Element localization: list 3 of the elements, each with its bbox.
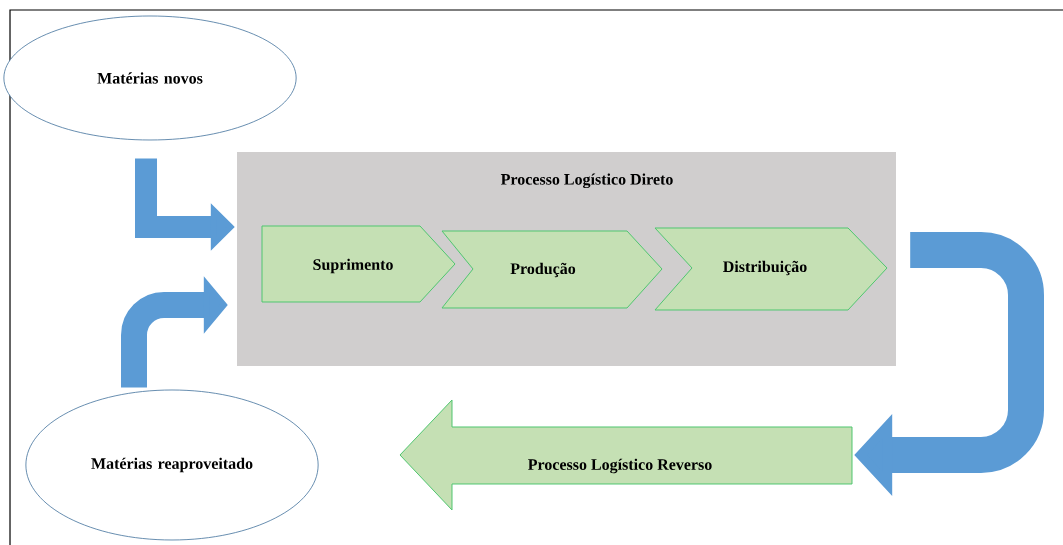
chevron-step: Distribuição <box>654 227 888 311</box>
chevron-step: Produção <box>441 230 663 309</box>
chevron-step: Suprimento <box>261 225 456 303</box>
